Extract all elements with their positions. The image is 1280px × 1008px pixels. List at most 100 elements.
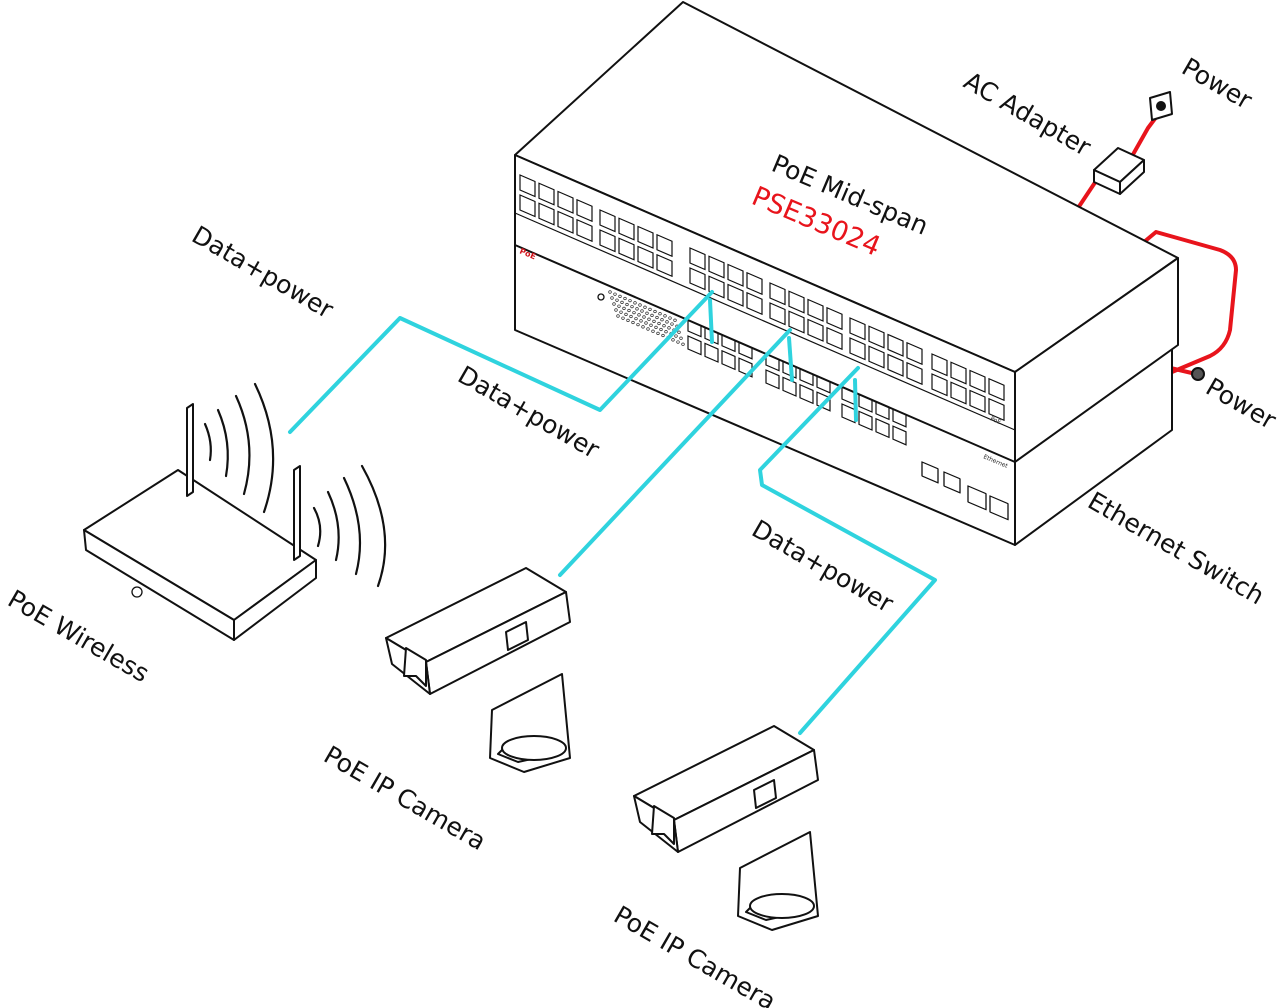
- vent-hole: [652, 319, 656, 323]
- wireless-device-label: PoE Wireless: [3, 584, 154, 688]
- rj45-port: [931, 353, 948, 377]
- poe-midspan: PoE PoE PoE Mid-span PSE33024: [514, 1, 1179, 463]
- rj45-port: [906, 341, 923, 366]
- rj45-port: [788, 290, 805, 314]
- rj45-port: [868, 345, 885, 369]
- vent-hole: [626, 318, 630, 322]
- router-led-icon: [131, 586, 143, 598]
- vent-hole: [660, 318, 664, 322]
- vent-hole: [643, 305, 647, 309]
- rj45-port: [637, 245, 654, 269]
- antenna-right-icon: [293, 465, 301, 561]
- vent-hole: [665, 320, 669, 324]
- rj45-port: [826, 306, 843, 331]
- vent-hole: [640, 309, 644, 313]
- midspan-port-grid: [519, 174, 1005, 422]
- rj45-port: [519, 194, 536, 218]
- rj45-port: [576, 218, 593, 243]
- patch-cable-1: [708, 298, 714, 344]
- rj45-port: [704, 342, 719, 363]
- rj45-port: [519, 174, 536, 198]
- camera2-link-label: Data+power: [747, 514, 899, 618]
- rj45-port: [868, 325, 885, 349]
- vent-hole: [618, 294, 622, 298]
- rj45-port: [557, 190, 574, 214]
- vent-hole: [623, 296, 627, 301]
- poe-ip-camera-2: [633, 725, 819, 931]
- rj45-port: [746, 271, 763, 296]
- data-cables: [288, 290, 937, 735]
- vent-hole: [659, 327, 663, 332]
- rj45-port: [538, 182, 555, 206]
- wireless-link-label-top: Data+power: [187, 220, 339, 324]
- vent-hole: [638, 303, 642, 307]
- rj45-port: [687, 335, 702, 356]
- vent-hole: [631, 320, 635, 325]
- vent-hole: [625, 302, 629, 307]
- rj45-port: [557, 210, 574, 234]
- rj45-port: [892, 425, 907, 446]
- rj45-port: [799, 383, 814, 405]
- wifi-wave-icon: [203, 422, 212, 462]
- camera1-cable: [558, 328, 792, 577]
- vent-hole: [624, 312, 628, 316]
- rj45-port: [689, 247, 706, 271]
- vent-hole: [664, 330, 668, 334]
- vent-hole: [677, 330, 681, 334]
- vent-hole: [622, 306, 626, 310]
- patch-cable-3: [853, 378, 858, 422]
- rj45-port: [637, 225, 654, 249]
- patch-cable-2: [787, 336, 794, 382]
- rj45-port: [906, 361, 923, 386]
- vent-hole: [629, 314, 633, 319]
- camera2-cable: [758, 366, 937, 735]
- vent-hole: [646, 327, 650, 331]
- vent-hole: [663, 314, 667, 318]
- rj45-port: [988, 397, 1005, 422]
- vent-hole: [657, 321, 661, 326]
- rj45-port: [538, 202, 555, 226]
- vent-hole: [642, 315, 646, 319]
- vent-hole: [658, 312, 662, 316]
- rj45-port: [807, 298, 824, 322]
- vent-hole: [620, 300, 624, 304]
- rj45-port: [841, 403, 856, 424]
- midspan-bottom-edge: [514, 212, 1016, 431]
- ac-adapter: [1093, 147, 1145, 195]
- vent-hole: [667, 326, 671, 330]
- rj45-port: [599, 229, 616, 253]
- power-outlet-icon: [1149, 91, 1173, 121]
- vent-hole: [655, 315, 659, 320]
- outlet-power-label: Power: [1177, 52, 1258, 115]
- rj45-port: [656, 233, 673, 258]
- poe-ip-camera-1: [385, 567, 571, 773]
- vent-hole: [621, 316, 625, 320]
- vent-hole: [613, 292, 617, 296]
- vent-hole: [637, 313, 641, 317]
- rj45-port: [849, 317, 866, 341]
- vent-hole: [673, 318, 677, 322]
- vent-hole: [641, 325, 645, 329]
- vent-hole: [630, 305, 634, 309]
- vent-hole: [676, 340, 680, 344]
- vent-hole: [679, 336, 683, 340]
- rj45-port: [969, 369, 986, 393]
- vent-hole: [668, 316, 672, 320]
- rj45-port: [746, 291, 763, 316]
- power-plug-icon: [1191, 367, 1205, 381]
- vent-hole: [614, 308, 618, 312]
- rj45-port: [576, 198, 593, 223]
- vent-hole: [634, 317, 638, 321]
- rj45-port: [689, 267, 706, 291]
- rj45-port: [727, 283, 744, 307]
- status-led: [597, 293, 605, 301]
- rj45-port: [721, 349, 736, 371]
- ac-adapter-label: AC Adapter: [959, 66, 1096, 162]
- camera1-device-label: PoE IP Camera: [319, 740, 491, 856]
- vent-hole: [662, 324, 666, 328]
- rj45-port: [618, 237, 635, 261]
- vent-hole: [661, 333, 665, 338]
- vent-hole: [619, 310, 623, 314]
- rj45-port: [988, 377, 1005, 402]
